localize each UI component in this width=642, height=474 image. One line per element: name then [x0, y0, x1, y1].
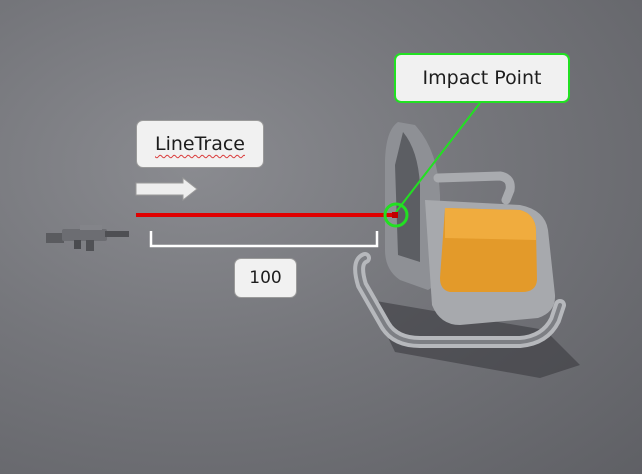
arrow-right-icon — [136, 178, 197, 200]
distance-text: 100 — [249, 268, 281, 288]
distance-label: 100 — [234, 258, 297, 298]
impact-point-text: Impact Point — [423, 67, 542, 89]
line-trace-text: LineTrace — [155, 133, 245, 155]
impact-dot — [392, 212, 398, 218]
impact-point-label: Impact Point — [394, 53, 570, 103]
line-trace-label: LineTrace — [136, 120, 264, 168]
distance-bracket — [151, 231, 377, 246]
rifle-icon — [46, 225, 129, 251]
